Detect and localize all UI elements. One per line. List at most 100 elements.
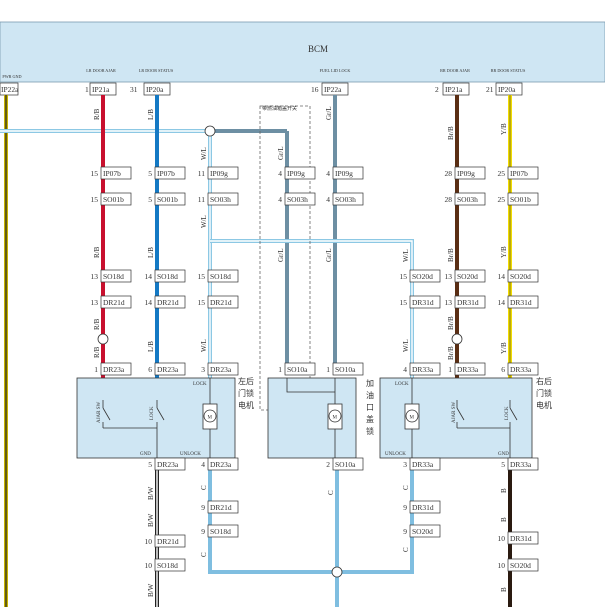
svg-text:电机: 电机 [536, 400, 552, 410]
motor-icon [328, 409, 342, 423]
connector-id: SO01b [103, 195, 124, 204]
label-c-4: C [402, 485, 410, 490]
svg-text:M: M [410, 416, 415, 421]
connector-pin-number: 14 [145, 272, 153, 281]
left-door-lock-module: LOCK AJAR SW LOCK GND UNLOCK M [76, 377, 236, 459]
connector-pin-number: 10 [498, 561, 506, 570]
connector-pin-number: 10 [145, 561, 153, 570]
switch-icon [456, 407, 465, 421]
connector-lb-3: SO18d 14 [145, 269, 186, 283]
label-rb-4: R/B [93, 346, 101, 358]
wire-c-bottom [208, 470, 414, 574]
hdr-pin-lr-status: 31 IP20a [130, 82, 171, 96]
label-bw-3: B/W [147, 583, 155, 597]
connector-yb-2: SO01b 25 [498, 192, 539, 206]
connector-pin-number: 1 [326, 365, 330, 374]
connector-id: DR33a [457, 365, 479, 374]
connector-pin-number: 4 [201, 460, 205, 469]
label-wl-1: W/L [200, 147, 208, 160]
connector-id: DR31d [510, 534, 532, 543]
connector-pin-number: 13 [445, 272, 453, 281]
connector-yb-1: IP07b 25 [498, 166, 539, 180]
label-c-5: C [402, 547, 410, 552]
connector-fuel-2: SO10a 1 [326, 362, 364, 376]
connector-pin-number: 13 [445, 298, 453, 307]
svg-text:AJAR SW: AJAR SW [452, 401, 457, 423]
svg-text:16: 16 [311, 85, 319, 94]
connector-id: SO10a [335, 365, 356, 374]
connector-id: IP09g [335, 169, 353, 178]
junction-dot [97, 333, 109, 345]
connector-wlr-2: DR31d 15 [400, 295, 441, 309]
connector-id: DR21d [210, 503, 232, 512]
connector-id: DR23a [210, 460, 232, 469]
hdr-pin-rr-status: 21 IP20a [486, 82, 523, 96]
svg-text:油: 油 [366, 390, 374, 400]
connector-id: SO01b [510, 195, 531, 204]
connector-id: SO20d [510, 272, 531, 281]
fuel-lid-lock-module: M [267, 377, 357, 459]
connector-id: DR31d [457, 298, 479, 307]
connector-pin-number: 15 [198, 272, 206, 281]
junction-dot [451, 333, 463, 345]
connector-id: SO18d [210, 527, 231, 536]
svg-text:M: M [333, 416, 338, 421]
svg-text:AJAR SW: AJAR SW [97, 401, 102, 423]
connector-id: SO18d [157, 561, 178, 570]
connector-id: DR33a [510, 460, 532, 469]
connector-rb-1: IP07b 15 [91, 166, 132, 180]
connector-pin-number: 15 [91, 169, 99, 178]
svg-text:LOCK: LOCK [395, 382, 409, 387]
connector-id: IP07b [103, 169, 121, 178]
wire-wl-crossover [210, 239, 414, 378]
connector-pin-number: 25 [498, 195, 506, 204]
label-wl-2: W/L [200, 215, 208, 228]
connector-pin-number: 4 [278, 195, 282, 204]
label-grl-1: Gr/L [277, 146, 285, 160]
connector-id: SO10a [335, 460, 356, 469]
connector-id: IP07b [510, 169, 528, 178]
svg-text:加: 加 [366, 378, 374, 388]
connector-pin-number: 5 [148, 195, 152, 204]
connector-id: DR23a [210, 365, 232, 374]
connector-id: DR21d [157, 298, 179, 307]
label-bw-1: B/W [147, 486, 155, 500]
connector-brb-4: DR31d 13 [445, 295, 486, 309]
connector-pin-number: 25 [498, 169, 506, 178]
label-yb-2: Y/B [500, 246, 508, 258]
svg-text:IP22a: IP22a [324, 85, 342, 94]
svg-text:IP20a: IP20a [146, 85, 164, 94]
connector-pin-number: 15 [400, 298, 408, 307]
label-grl-4: Gr/L [325, 248, 333, 262]
connector-id: DR31d [412, 298, 434, 307]
right-module-name: 右后 门锁 电机 [536, 376, 552, 410]
connector-id: SO18d [157, 272, 178, 281]
connector-pin-number: 1 [94, 365, 98, 374]
svg-text:口: 口 [366, 403, 374, 412]
connector-pin-number: 9 [403, 527, 407, 536]
label-bw-2: B/W [147, 513, 155, 527]
connector-pin-number: 28 [445, 169, 453, 178]
hdr-label-rr-ajar: RR DOOR AJAR [440, 68, 470, 73]
connector-id: SO20d [412, 272, 433, 281]
label-grl-3: Gr/L [325, 106, 333, 120]
